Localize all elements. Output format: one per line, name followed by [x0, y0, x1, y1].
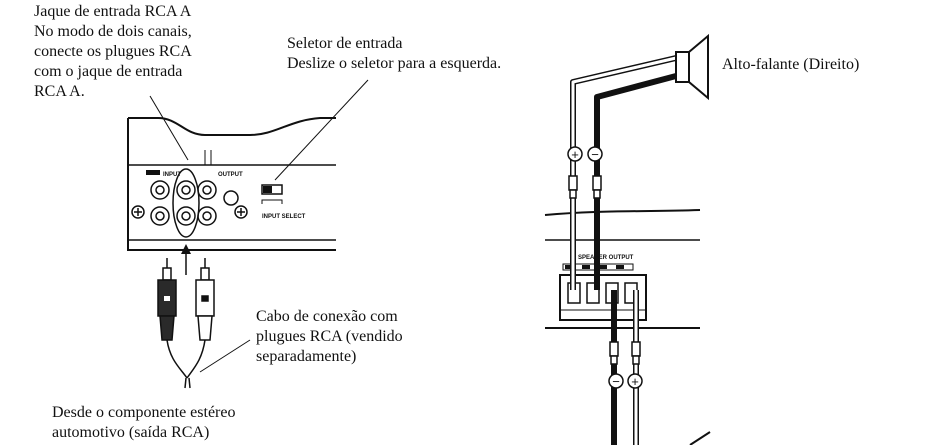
minus-icon: − — [608, 373, 624, 389]
rca-plug-white — [195, 258, 215, 341]
output-panel-text: OUTPUT — [218, 172, 243, 178]
rca-a-highlight — [172, 168, 200, 238]
rca-jack-label-line: RCA A. — [34, 83, 85, 100]
plus-icon: + — [567, 146, 583, 162]
input-selector-label-line: Seletor de entrada — [287, 35, 403, 52]
rca-jack-label-line: com o jaque de entrada — [34, 63, 183, 80]
amplifier-input-panel: INPUT OUTPUT INPUT SELECT — [127, 117, 336, 251]
source-label-line: Desde o componente estéreo — [52, 404, 236, 421]
plus-icon: + — [627, 373, 643, 389]
input-selector-leader — [274, 79, 369, 181]
source-label-line: automotivo (saída RCA) — [52, 424, 210, 441]
cable-label-line: Cabo de conexão com — [256, 308, 398, 325]
rca-jack-label: Jaque de entrada RCA A No modo de dois c… — [34, 2, 192, 102]
rca-jack-label-line: conecte os plugues RCA — [34, 43, 192, 60]
speaker-wire-right — [570, 55, 677, 290]
input-panel-text: INPUT — [163, 172, 181, 178]
minus-symbol-text: − — [612, 374, 620, 389]
cable-label-line: plugues RCA (vendido — [256, 328, 403, 345]
minus-symbol-text: − — [591, 147, 599, 162]
wire-connector — [609, 341, 641, 365]
minus-icon: − — [587, 146, 603, 162]
rca-jack-leader — [149, 95, 189, 161]
rca-plug-black — [157, 258, 177, 341]
rca-jack-label-line: Jaque de entrada RCA A — [34, 3, 192, 20]
input-select-panel-text: INPUT SELECT — [262, 214, 306, 220]
rca-jack-label-line: No modo de dois canais, — [34, 23, 192, 40]
input-selector-label: Seletor de entrada Deslize o seletor par… — [287, 34, 501, 74]
speaker-output-panel-text: SPEAKER OUTPUT — [578, 255, 634, 261]
cable-label: Cabo de conexão com plugues RCA (vendido… — [256, 307, 403, 367]
plus-symbol-text: + — [571, 147, 579, 162]
arrow-up-icon — [181, 244, 191, 275]
speaker-right-label: Alto-falante (Direito) — [722, 56, 860, 73]
amplifier-speaker-panel: SPEAKER OUTPUT — [544, 209, 701, 329]
speaker-wire-left — [611, 290, 639, 445]
screw-icon — [131, 205, 248, 219]
cable-leader — [199, 339, 251, 373]
rca-cable — [166, 339, 206, 389]
wire-connector — [568, 175, 602, 199]
input-selector-label-line: Deslize o seletor para a esquerda. — [287, 55, 502, 72]
cable-label-line: separadamente) — [256, 348, 357, 365]
speaker-left-partial — [689, 431, 711, 445]
speaker-icon — [675, 33, 709, 101]
plus-symbol-text: + — [631, 374, 639, 389]
source-label: Desde o componente estéreo automotivo (s… — [52, 403, 235, 443]
